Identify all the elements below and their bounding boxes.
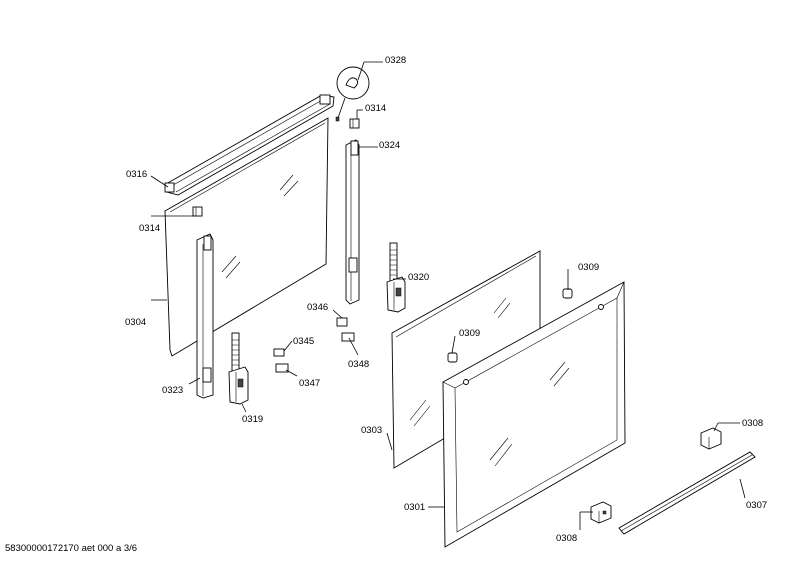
left-hinge xyxy=(228,332,249,405)
label-0324: 0324 xyxy=(379,140,400,151)
label-0304: 0304 xyxy=(125,317,146,328)
end-cap-bottom xyxy=(590,501,612,524)
spacer-right xyxy=(562,288,573,299)
label-0348: 0348 xyxy=(348,359,369,370)
bottom-handle-strip xyxy=(618,451,756,535)
label-0345: 0345 xyxy=(293,336,314,347)
document-footer-id: 58300000172170 aet 000 a 3/6 xyxy=(5,543,138,554)
label-0347: 0347 xyxy=(299,378,320,389)
label-0309-mid: 0309 xyxy=(459,328,480,339)
spacer-mid xyxy=(447,352,458,363)
label-0316: 0316 xyxy=(126,169,147,180)
label-0303: 0303 xyxy=(361,425,382,436)
outer-door-glass xyxy=(442,281,626,548)
label-0308-top: 0308 xyxy=(742,418,763,429)
label-0319: 0319 xyxy=(242,414,263,425)
label-0328: 0328 xyxy=(385,55,406,66)
clip-left xyxy=(192,206,203,217)
right-hinge xyxy=(386,242,406,313)
end-cap-top xyxy=(700,427,722,450)
top-trim-strip xyxy=(164,94,335,196)
label-0314-left: 0314 xyxy=(139,223,160,234)
part-labels: 0328 0314 0324 0316 0314 0320 0309 0304 … xyxy=(125,55,767,544)
label-0346: 0346 xyxy=(307,302,328,313)
detail-magnifier xyxy=(335,66,370,122)
leader-lines xyxy=(150,61,746,530)
clip-top xyxy=(349,118,360,129)
label-0301: 0301 xyxy=(404,502,425,513)
label-0309-right: 0309 xyxy=(578,262,599,273)
label-0308-bottom: 0308 xyxy=(556,533,577,544)
label-0307: 0307 xyxy=(746,500,767,511)
label-0320: 0320 xyxy=(408,272,429,283)
label-0314-top: 0314 xyxy=(365,103,386,114)
right-hinge-bracket xyxy=(345,139,360,305)
left-hinge-bracket xyxy=(196,233,214,399)
label-0323: 0323 xyxy=(162,385,183,396)
